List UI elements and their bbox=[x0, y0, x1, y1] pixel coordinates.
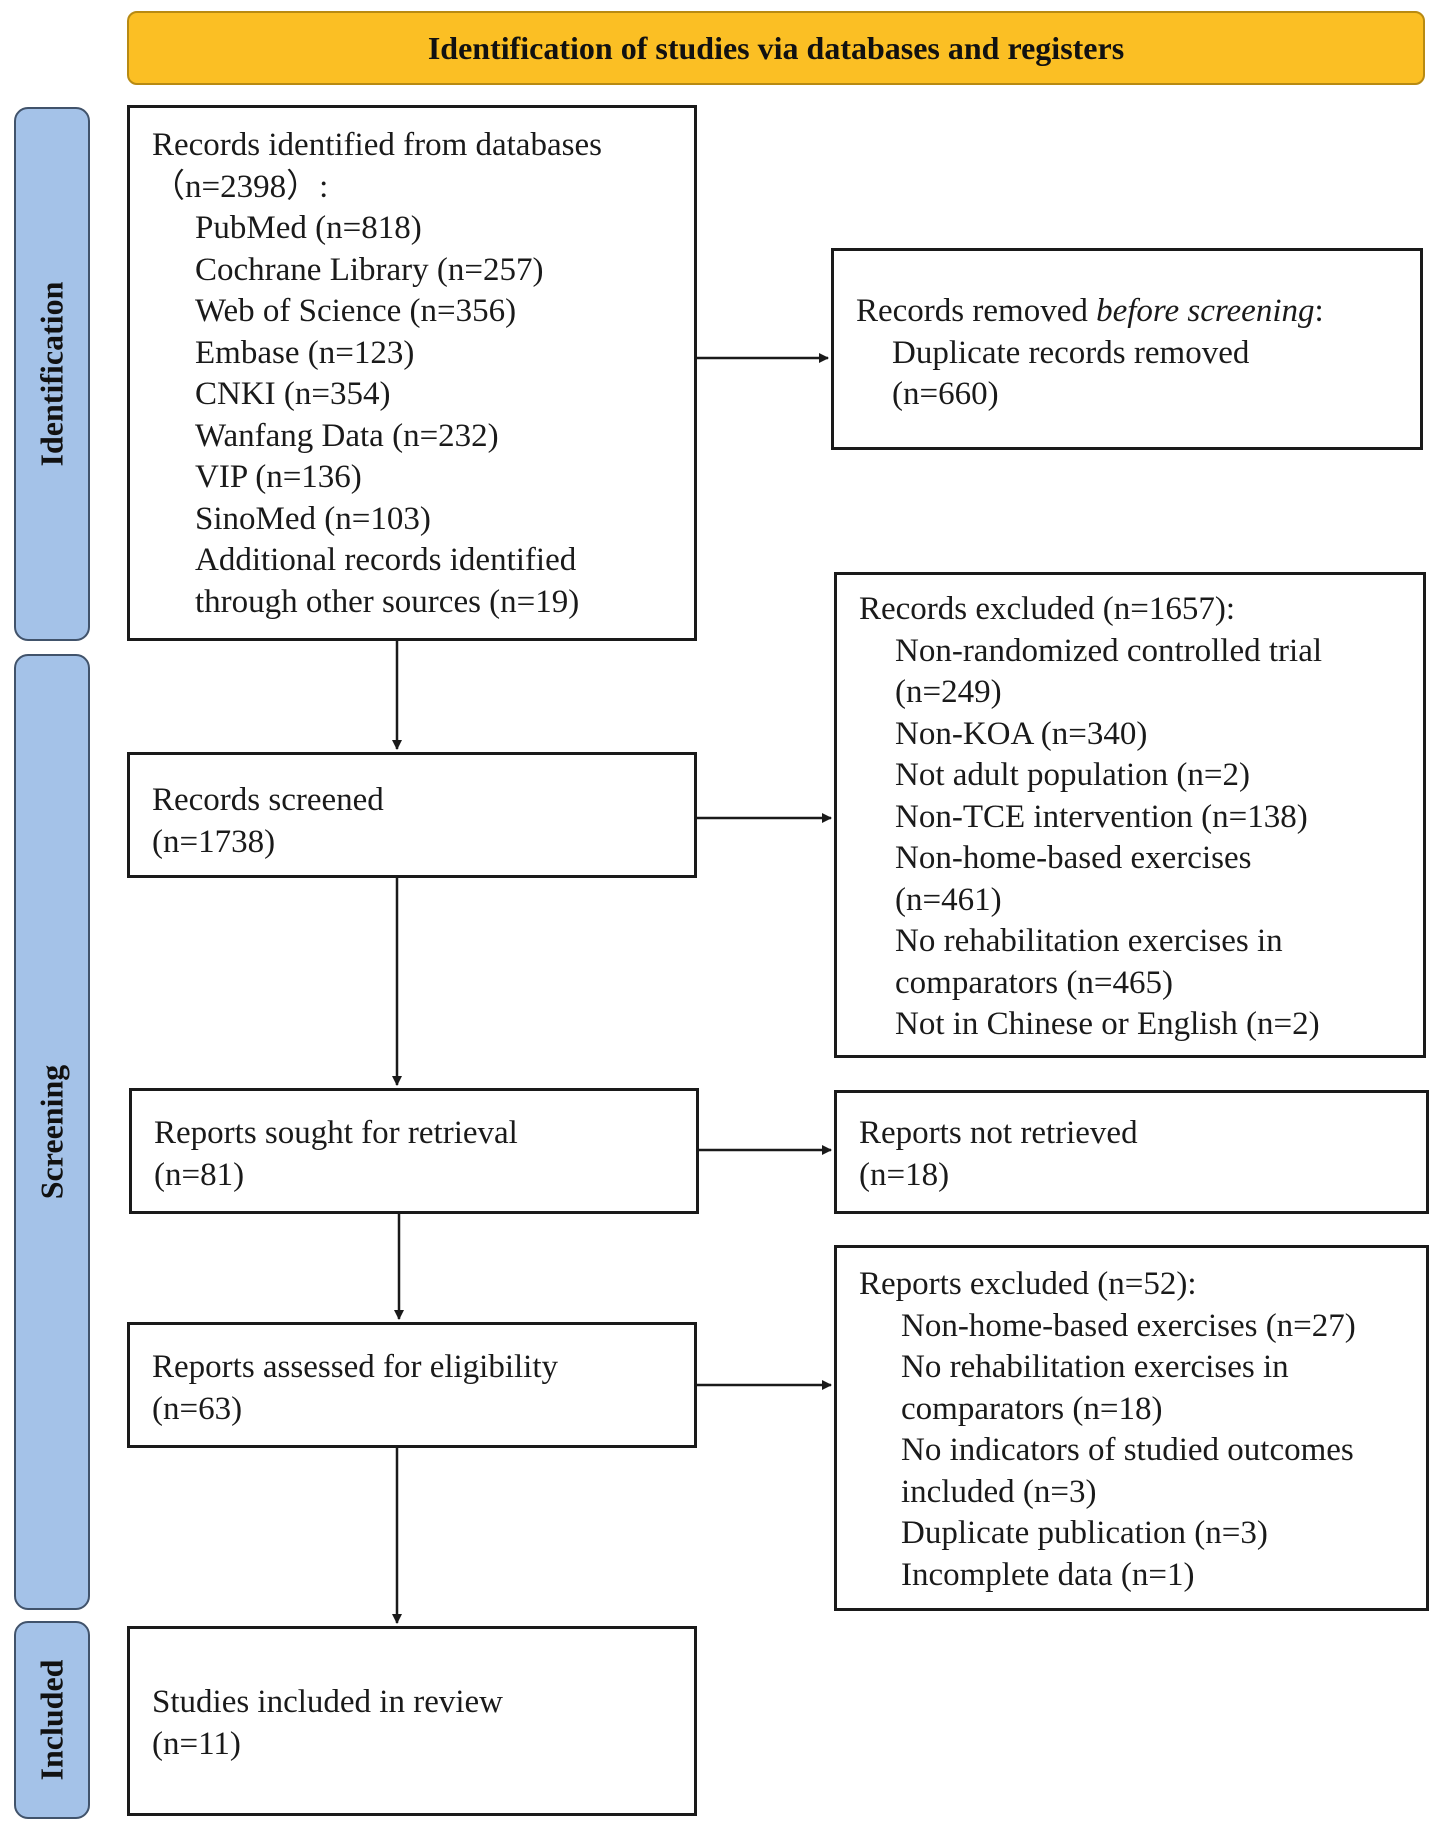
exclusion-item: included (n=3) bbox=[901, 1473, 1097, 1510]
exclusion-item: Non-TCE intervention (n=138) bbox=[895, 798, 1308, 835]
source-item: Wanfang Data (n=232) bbox=[195, 417, 499, 454]
studies-included-box: Studies included in review (n=11) bbox=[127, 1626, 697, 1816]
records-screened-title: Records screened bbox=[152, 782, 384, 818]
source-item: Cochrane Library (n=257) bbox=[195, 251, 544, 288]
exclusion-item: comparators (n=18) bbox=[901, 1390, 1163, 1427]
exclusion-item: Duplicate publication (n=3) bbox=[901, 1515, 1268, 1551]
reports-assessed-title: Reports assessed for eligibility bbox=[152, 1349, 559, 1385]
reports-assessed-count: (n=63) bbox=[152, 1390, 243, 1427]
exclusion-item: No rehabilitation exercises in bbox=[895, 923, 1283, 959]
source-item: CNKI (n=354) bbox=[195, 376, 391, 412]
studies-included-title: Studies included in review bbox=[152, 1684, 504, 1720]
reports-excluded-title: Reports excluded (n=52): bbox=[859, 1266, 1197, 1302]
exclusion-item: No rehabilitation exercises in bbox=[901, 1349, 1289, 1385]
reports-sought-box: Reports sought for retrieval (n=81) bbox=[129, 1088, 699, 1214]
reports-sought-title: Reports sought for retrieval bbox=[154, 1115, 518, 1151]
exclusion-item: Not adult population (n=2) bbox=[895, 757, 1250, 793]
exclusion-item: Non-home-based exercises (n=27) bbox=[901, 1307, 1356, 1344]
identification-banner: Identification of studies via databases … bbox=[127, 11, 1425, 85]
records-removed-title: Records removed before screening: bbox=[856, 293, 1324, 329]
records-removed-count: (n=660) bbox=[892, 376, 999, 412]
exclusion-item: comparators (n=465) bbox=[895, 964, 1173, 1001]
exclusion-item: Non-home-based exercises bbox=[895, 840, 1252, 876]
records-removed-box: Records removed before screening: Duplic… bbox=[831, 248, 1423, 450]
records-screened-box: Records screened (n=1738) bbox=[127, 752, 697, 878]
exclusion-item: Not in Chinese or English (n=2) bbox=[895, 1006, 1320, 1042]
source-item: VIP (n=136) bbox=[195, 459, 362, 495]
source-item: Web of Science (n=356) bbox=[195, 293, 517, 329]
records-screened-count: (n=1738) bbox=[152, 823, 276, 860]
records-identified-title: Records identified from databases bbox=[152, 127, 602, 163]
records-removed-item: Duplicate records removed bbox=[892, 334, 1250, 371]
phase-included: Included bbox=[14, 1621, 90, 1819]
records-excluded-box: Records excluded (n=1657): Non-randomize… bbox=[834, 572, 1426, 1058]
exclusion-item: No indicators of studied outcomes bbox=[901, 1432, 1354, 1468]
records-identified-box: Records identified from databases （n=239… bbox=[127, 105, 697, 641]
source-item: SinoMed (n=103) bbox=[195, 500, 431, 537]
reports-not-retrieved-count: (n=18) bbox=[859, 1156, 950, 1193]
exclusion-item: (n=249) bbox=[895, 674, 1002, 710]
exclusion-item: Non-KOA (n=340) bbox=[895, 715, 1148, 752]
records-excluded-title: Records excluded (n=1657): bbox=[859, 591, 1236, 627]
source-item: Embase (n=123) bbox=[195, 334, 415, 371]
phase-screening: Screening bbox=[14, 654, 90, 1610]
source-item: through other sources (n=19) bbox=[195, 583, 580, 620]
records-identified-total: （n=2398）: bbox=[152, 168, 329, 205]
reports-not-retrieved-title: Reports not retrieved bbox=[859, 1115, 1138, 1151]
exclusion-item: Incomplete data (n=1) bbox=[901, 1556, 1195, 1593]
source-item: Additional records identified bbox=[195, 542, 577, 578]
exclusion-item: Non-randomized controlled trial bbox=[895, 632, 1323, 669]
reports-not-retrieved-box: Reports not retrieved (n=18) bbox=[834, 1090, 1429, 1214]
phase-identification: Identification bbox=[14, 107, 90, 641]
source-item: PubMed (n=818) bbox=[195, 210, 422, 246]
reports-excluded-box: Reports excluded (n=52): Non-home-based … bbox=[834, 1245, 1429, 1611]
studies-included-count: (n=11) bbox=[152, 1725, 241, 1762]
reports-sought-count: (n=81) bbox=[154, 1156, 245, 1193]
exclusion-item: (n=461) bbox=[895, 881, 1002, 918]
reports-assessed-box: Reports assessed for eligibility (n=63) bbox=[127, 1322, 697, 1448]
